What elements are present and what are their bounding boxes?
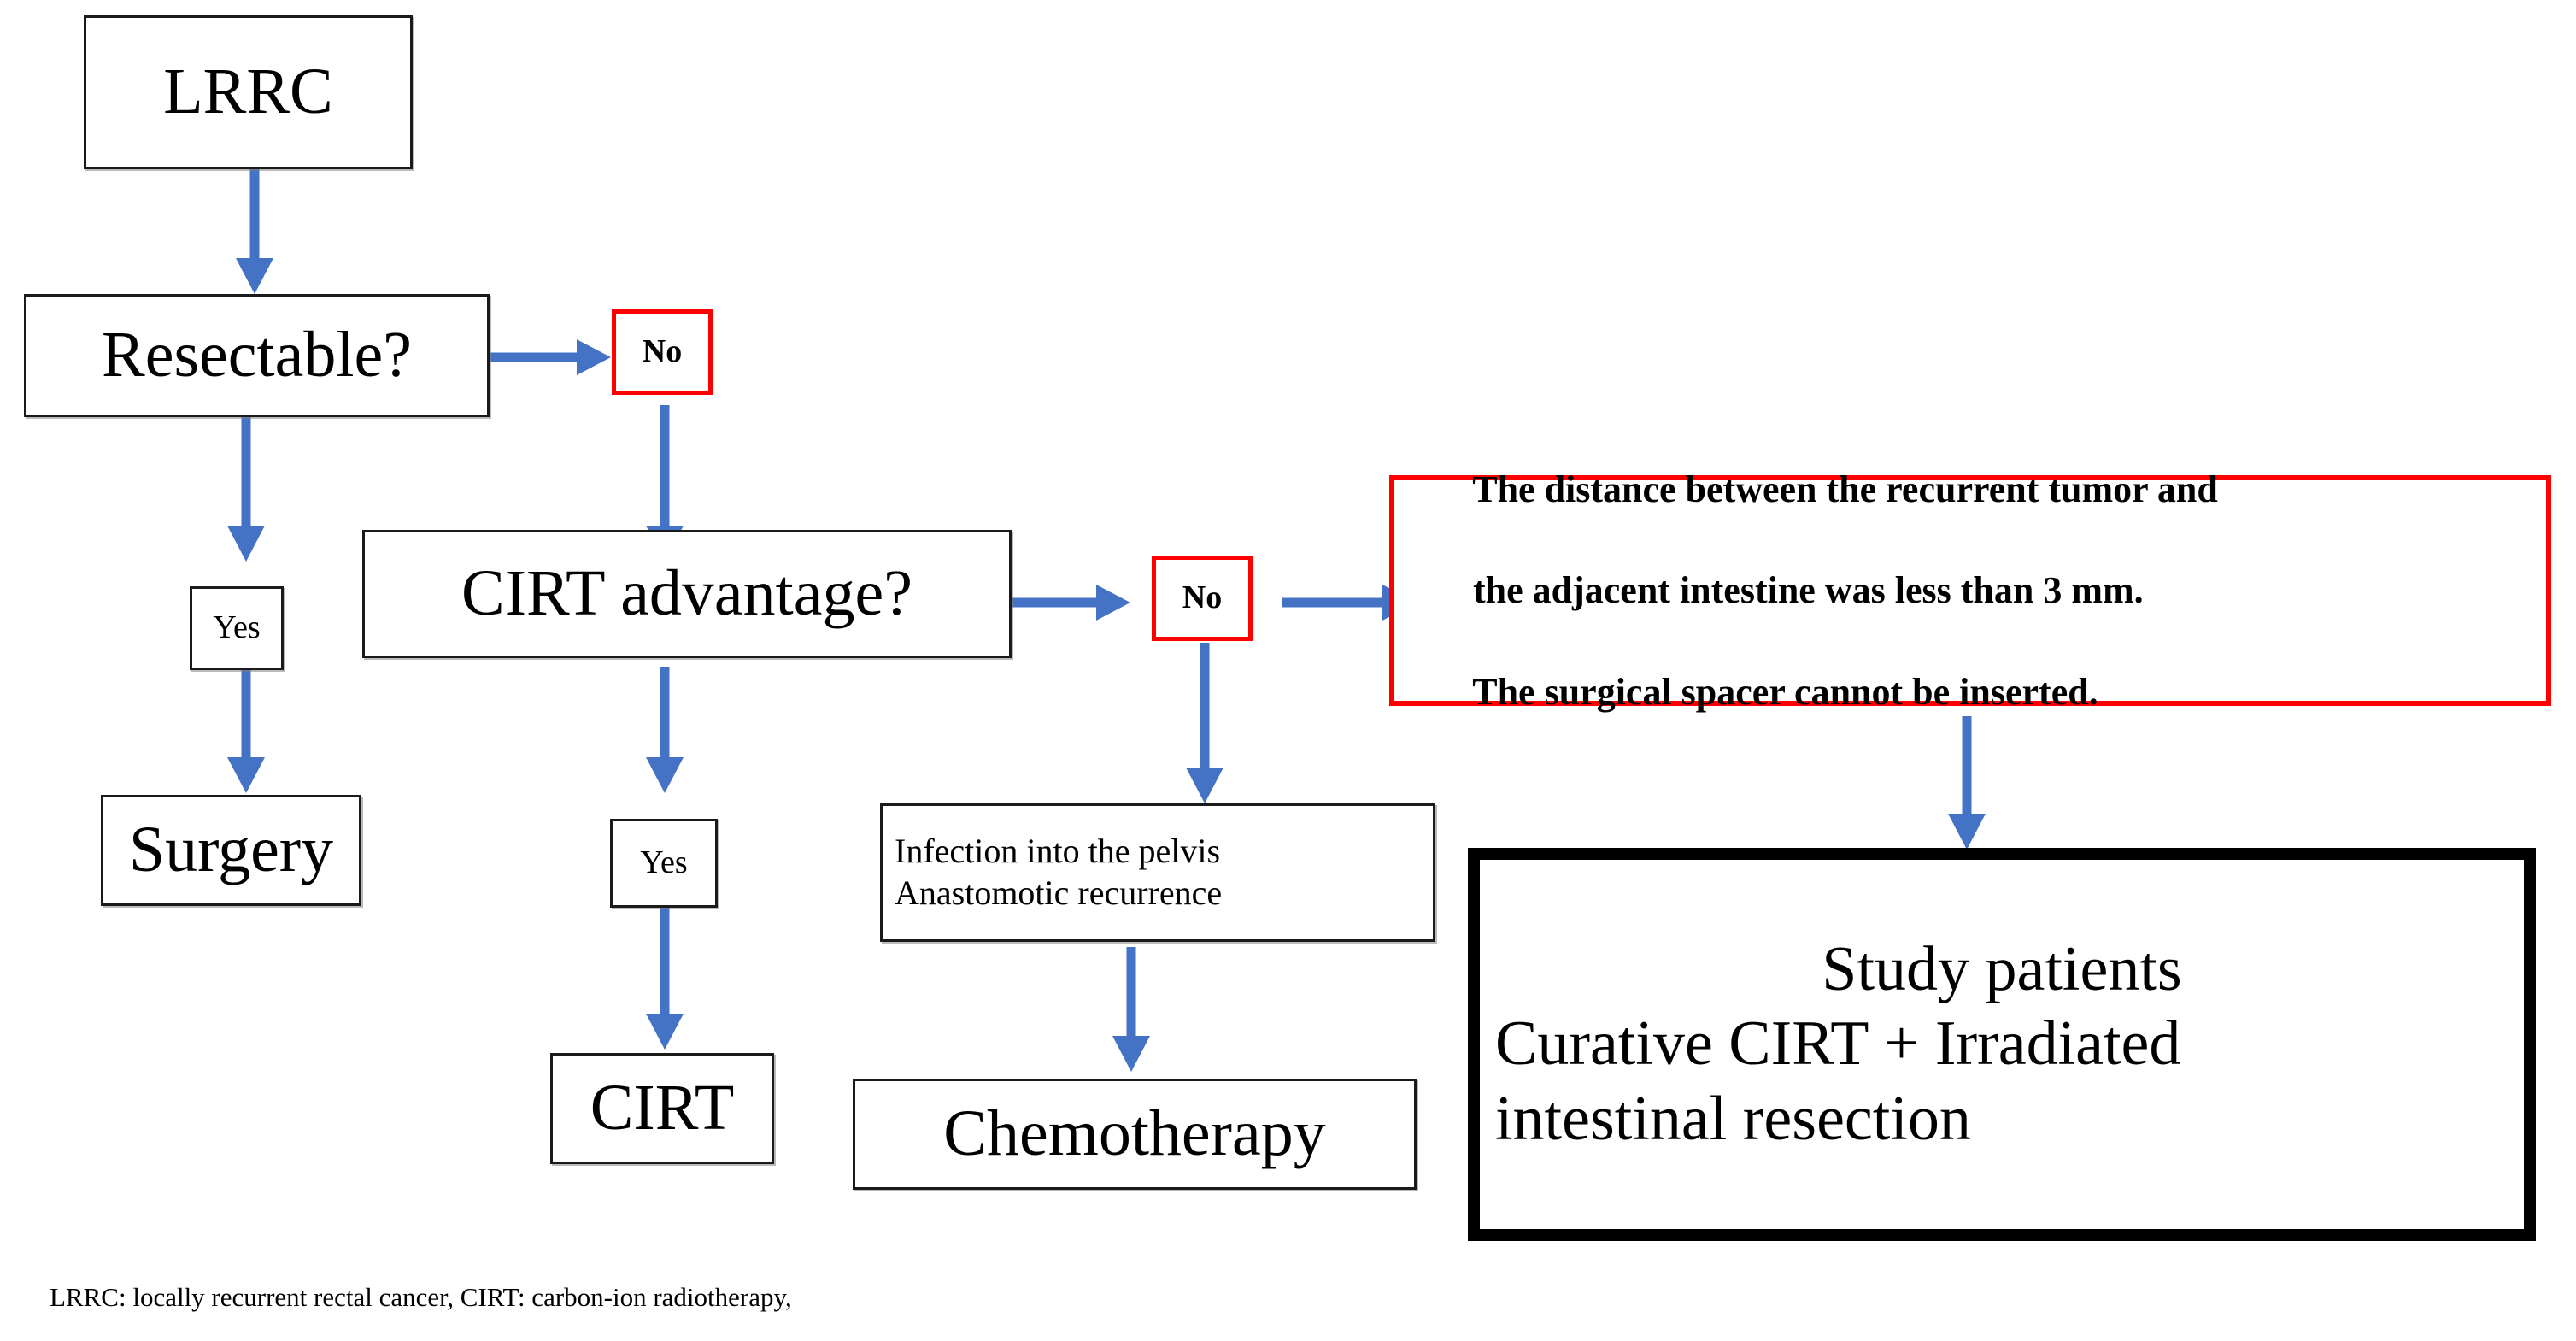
node-lrrc-label: LRRC bbox=[163, 56, 333, 128]
node-cirt-advantage-label: CIRT advantage? bbox=[461, 557, 912, 630]
arrow-yes-to-cirt bbox=[639, 906, 690, 1051]
node-no-cirt[interactable]: No bbox=[1152, 556, 1253, 641]
node-surgery[interactable]: Surgery bbox=[101, 795, 361, 906]
arrow-resectable-to-no bbox=[489, 332, 613, 383]
node-cirt-label: CIRT bbox=[590, 1072, 735, 1144]
node-no-resectable-label: No bbox=[642, 333, 683, 370]
node-surgery-label: Surgery bbox=[128, 814, 334, 886]
node-resectable[interactable]: Resectable? bbox=[24, 294, 490, 417]
node-distance-alert-line-2: the adjacent intestine was less than 3 m… bbox=[1473, 569, 2144, 612]
node-study-patients-line-2: Curative CIRT + Irradiated bbox=[1495, 1009, 2181, 1079]
node-infection[interactable]: Infection into the pelvis Anastomotic re… bbox=[880, 803, 1435, 942]
arrow-cirt-advantage-to-no bbox=[1008, 577, 1132, 628]
node-chemotherapy-label: Chemotherapy bbox=[943, 1097, 1326, 1170]
node-infection-line-2: Anastomotic recurrence bbox=[895, 873, 1223, 912]
node-yes-resectable[interactable]: Yes bbox=[190, 586, 284, 670]
arrow-cirt-advantage-to-yes bbox=[639, 667, 690, 795]
arrow-lrrc-to-resectable bbox=[229, 168, 280, 296]
node-infection-line-1: Infection into the pelvis bbox=[895, 832, 1221, 871]
node-yes-cirt-label: Yes bbox=[640, 844, 688, 881]
node-cirt-advantage[interactable]: CIRT advantage? bbox=[362, 530, 1012, 658]
node-no-cirt-label: No bbox=[1182, 579, 1223, 616]
node-lrrc[interactable]: LRRC bbox=[84, 15, 413, 169]
node-yes-resectable-label: Yes bbox=[213, 609, 261, 646]
node-study-patients-line-3: intestinal resection bbox=[1495, 1083, 1971, 1154]
node-chemotherapy[interactable]: Chemotherapy bbox=[853, 1079, 1417, 1190]
node-resectable-label: Resectable? bbox=[102, 319, 412, 391]
arrow-infection-to-chemotherapy bbox=[1106, 947, 1157, 1073]
footnote-abbreviations: LRRC: locally recurrent rectal cancer, C… bbox=[50, 1282, 792, 1312]
node-distance-alert[interactable]: The distance between the recurrent tumor… bbox=[1389, 468, 2551, 713]
node-no-resectable[interactable]: No bbox=[612, 309, 713, 395]
arrow-yes-to-surgery bbox=[220, 651, 272, 795]
node-distance-alert-line-3: The surgical spacer cannot be inserted. bbox=[1472, 671, 2098, 714]
node-study-patients-line-1: Study patients bbox=[1822, 934, 2182, 1005]
node-distance-alert-line-1: The distance between the recurrent tumor… bbox=[1472, 468, 2218, 510]
arrow-no-to-infection bbox=[1179, 643, 1230, 805]
node-cirt[interactable]: CIRT bbox=[550, 1053, 774, 1164]
node-study-patients[interactable]: Study patients Curative CIRT + Irradiate… bbox=[1468, 848, 2536, 1241]
node-yes-cirt[interactable]: Yes bbox=[610, 819, 718, 908]
arrow-resectable-to-yes bbox=[220, 414, 272, 563]
